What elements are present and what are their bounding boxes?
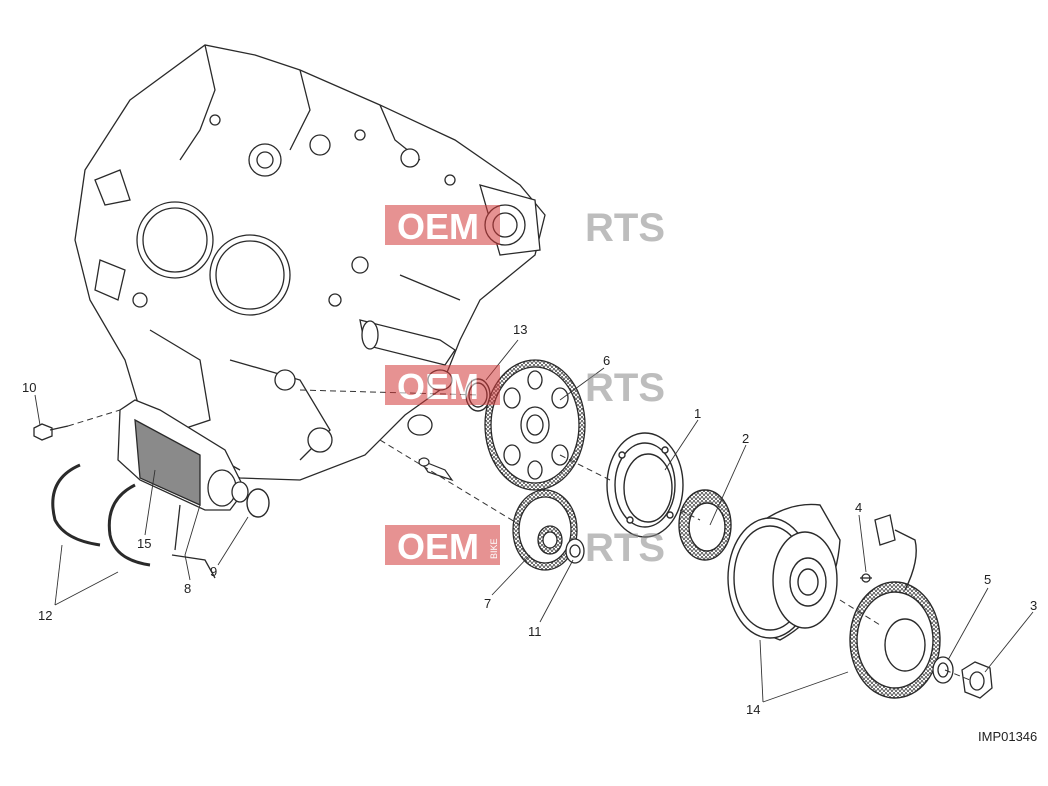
callout-9: 9 — [210, 564, 217, 579]
nut — [961, 661, 993, 699]
reference-code: IMP01346 — [978, 729, 1037, 744]
watermark-bike-text: BIKE — [489, 538, 499, 559]
washer — [932, 656, 954, 684]
dowel-pin — [418, 457, 454, 482]
stator — [849, 529, 941, 699]
watermark-box-text-3: OEM — [397, 526, 479, 567]
callouts: 1 2 3 4 5 6 7 8 9 10 11 12 13 14 15 — [22, 322, 1037, 717]
watermark: OEM RTS OEM RTS OEM BIKE RTS — [385, 205, 665, 570]
callout-15: 15 — [137, 536, 151, 551]
callout-5: 5 — [984, 572, 991, 587]
flywheel — [727, 503, 841, 641]
watermark-tail-text: RTS — [585, 206, 665, 250]
gear-washer — [565, 538, 585, 564]
callout-1: 1 — [694, 406, 701, 421]
callout-14: 14 — [746, 702, 760, 717]
leader-lines — [34, 339, 1034, 703]
watermark-tail-text-2: RTS — [585, 366, 665, 410]
callout-3: 3 — [1030, 598, 1037, 613]
callout-12: 12 — [38, 608, 52, 623]
wire — [171, 504, 216, 579]
watermark-tail-text-3: RTS — [585, 526, 665, 570]
starter-motor — [117, 399, 249, 511]
watermark-box-text: OEM — [397, 206, 479, 247]
callout-7: 7 — [484, 596, 491, 611]
callout-10: 10 — [22, 380, 36, 395]
freewheel-cover — [606, 432, 684, 538]
callout-11: 11 — [528, 624, 542, 639]
cable — [51, 463, 151, 567]
callout-6: 6 — [603, 353, 610, 368]
callout-2: 2 — [742, 431, 749, 446]
starter-gear — [484, 359, 586, 491]
starter-o-ring — [246, 488, 270, 518]
freewheel — [678, 489, 732, 561]
callout-13: 13 — [513, 322, 527, 337]
watermark-box-text-2: OEM — [397, 366, 479, 407]
bolt — [33, 423, 69, 441]
reduction-gear — [512, 489, 578, 571]
harness-clip — [860, 514, 896, 583]
callout-4: 4 — [855, 500, 862, 515]
callout-8: 8 — [184, 581, 191, 596]
